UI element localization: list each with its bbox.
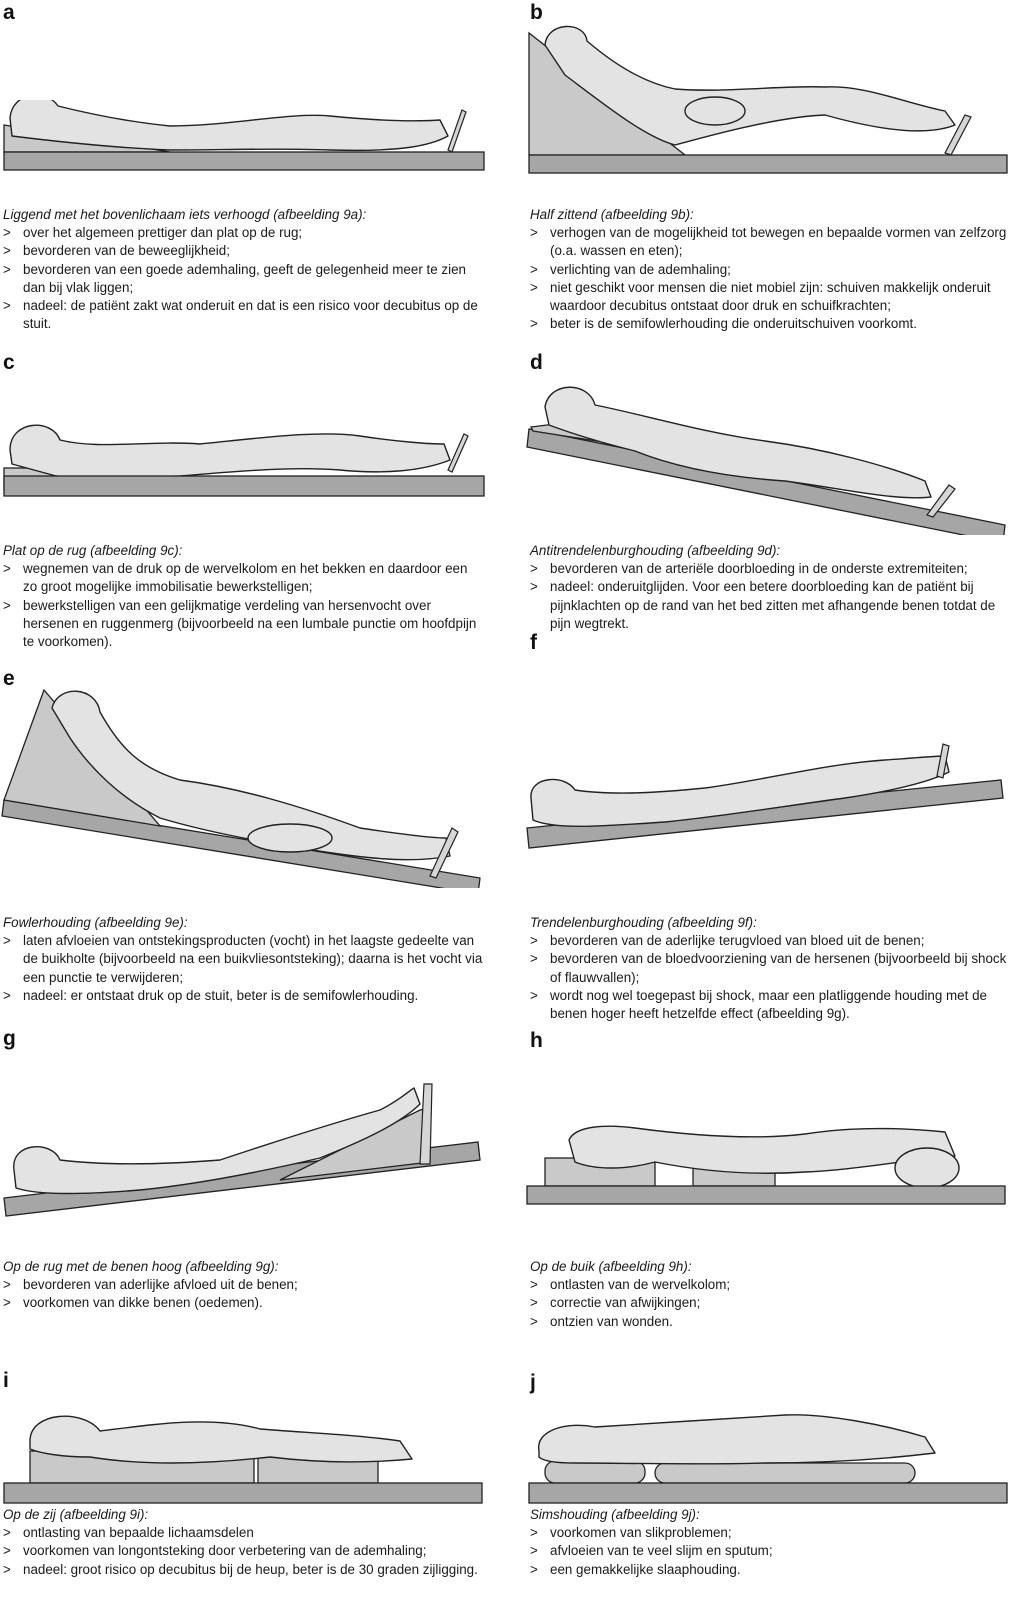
caption-item: voorkomen van slikproblemen; [530,1524,1010,1542]
caption-9b: Half zittend (afbeelding 9b): verhogen v… [530,206,1010,334]
caption-title: Antitrendelenburghouding (afbeelding 9d)… [530,543,781,558]
caption-9f: Trendelenburghouding (afbeelding 9f): be… [530,914,1010,1023]
illustration-9c [3,424,485,497]
caption-title: Trendelenburghouding (afbeelding 9f): [530,915,757,930]
caption-title: Half zittend (afbeelding 9b): [530,207,694,222]
caption-item: niet geschikt voor mensen die niet mobie… [530,279,1010,315]
bed-mattress [3,1482,483,1504]
illustration-9e [1,688,481,888]
panel-letter-d: d [530,351,543,374]
patient-body [9,424,451,479]
panel-letter-h: h [530,1029,543,1052]
caption-9g: Op de rug met de benen hoog (afbeelding … [3,1258,483,1313]
arm-pillow [544,1460,646,1484]
foot-board [447,433,469,473]
patient-body [568,1125,956,1174]
panel-letter-f: f [530,631,537,654]
caption-item: bevorderen van de aderlijke terugvloed v… [530,932,1010,950]
caption-item: wordt nog wel toegepast bij shock, maar … [530,987,1010,1023]
caption-item: laten afvloeien van ontstekingsproducten… [3,932,483,987]
caption-item: verlichting van de ademhaling; [530,261,1010,279]
caption-title: Op de buik (afbeelding 9h): [530,1259,692,1274]
knee-roll [684,96,746,126]
caption-item: voorkomen van longontsteking door verbet… [3,1542,483,1560]
panel-letter-a: a [3,1,15,24]
caption-item: bevorderen van de beweeglijkheid; [3,242,483,260]
caption-title: Fowlerhouding (afbeelding 9e): [3,915,188,930]
caption-item: ontzien van wonden. [530,1313,1010,1331]
foot-board [429,827,459,879]
caption-item: bevorderen van aderlijke afvloed uit de … [3,1276,483,1294]
caption-item: afvloeien van te veel slijm en sputum; [530,1542,1010,1560]
caption-item: nadeel: onderuitglijden. Voor een betere… [530,578,1010,633]
caption-9c: Plat op de rug (afbeelding 9c): wegnemen… [3,542,483,651]
caption-9a: Liggend met het bovenlichaam iets verhoo… [3,206,483,333]
panel-letter-i: i [3,1369,9,1392]
caption-9e: Fowlerhouding (afbeelding 9e): laten afv… [3,914,483,1005]
caption-title: Op de rug met de benen hoog (afbeelding … [3,1259,279,1274]
caption-item: bevorderen van de arteriële doorbloeding… [530,560,1010,578]
bed-mattress [528,1482,1008,1504]
patient-body [544,25,956,146]
illustration-9a [3,100,485,171]
caption-9d: Antitrendelenburghouding (afbeelding 9d)… [530,542,1010,633]
panel-letter-b: b [530,1,543,24]
bed-mattress [526,1185,1006,1205]
panel-letter-e: e [3,667,15,690]
foot-board [936,743,950,779]
foot-board [419,1083,433,1165]
caption-item: over het algemeen prettiger dan plat op … [3,224,483,242]
caption-9j: Simshouding (afbeelding 9j): voorkomen v… [530,1506,1010,1579]
bed-mattress [3,151,485,171]
patient-body [538,1414,936,1465]
illustration-9i [3,1415,483,1504]
bed-mattress [3,475,485,497]
caption-item: nadeel: groot risico op decubitus bij de… [3,1561,483,1579]
patient-body [13,1087,421,1195]
caption-9h: Op de buik (afbeelding 9h): ontlasten va… [530,1258,1010,1331]
caption-item: wegnemen van de druk op de wervelkolom e… [3,560,483,596]
foot-board [926,484,956,518]
panel-letter-j: j [530,1371,536,1394]
caption-title: Simshouding (afbeelding 9j): [530,1507,700,1522]
caption-item: bevorderen van de bloedvoorziening van d… [530,950,1010,986]
patient-body [29,1415,413,1464]
patient-body [9,100,449,152]
panel-letter-g: g [3,1027,16,1050]
caption-title: Op de zij (afbeelding 9i): [3,1507,149,1522]
caption-item: nadeel: er ontstaat druk op de stuit, be… [3,987,483,1005]
patient-body [51,690,451,861]
caption-item: bevorderen van een goede ademhaling, gee… [3,261,483,297]
ankle-roll [894,1147,960,1189]
illustration-9h [526,1125,1006,1205]
bed-mattress [528,154,1008,174]
caption-title: Plat op de rug (afbeelding 9c): [3,543,183,558]
caption-item: nadeel: de patiënt zakt wat onderuit en … [3,297,483,333]
caption-item: voorkomen van dikke benen (oedemen). [3,1294,483,1312]
panel-letter-c: c [3,351,15,374]
caption-item: bewerkstelligen van een gelijkmatige ver… [3,597,483,652]
caption-item: een gemakkelijke slaaphouding. [530,1561,1010,1579]
illustration-9f [526,743,1004,849]
patient-body [530,755,950,827]
caption-item: correctie van afwijkingen; [530,1294,1010,1312]
caption-item: ontlasting van bepaalde lichaamsdelen [3,1524,483,1542]
leg-pillow [654,1462,916,1484]
caption-item: verhogen van de mogelijkheid tot bewegen… [530,224,1010,260]
illustration-9g [3,1083,481,1217]
illustration-9d [526,386,1006,535]
caption-item: beter is de semifowlerhouding die onderu… [530,315,1010,333]
caption-9i: Op de zij (afbeelding 9i): ontlasting va… [3,1506,483,1579]
illustration-9b [528,25,1008,174]
knee-roll [247,823,333,853]
foot-board [447,109,467,153]
caption-title: Liggend met het bovenlichaam iets verhoo… [3,207,367,222]
foot-board [944,114,972,156]
caption-item: ontlasten van de wervelkolom; [530,1276,1010,1294]
illustration-9j [528,1414,1008,1504]
patient-body [544,386,932,499]
